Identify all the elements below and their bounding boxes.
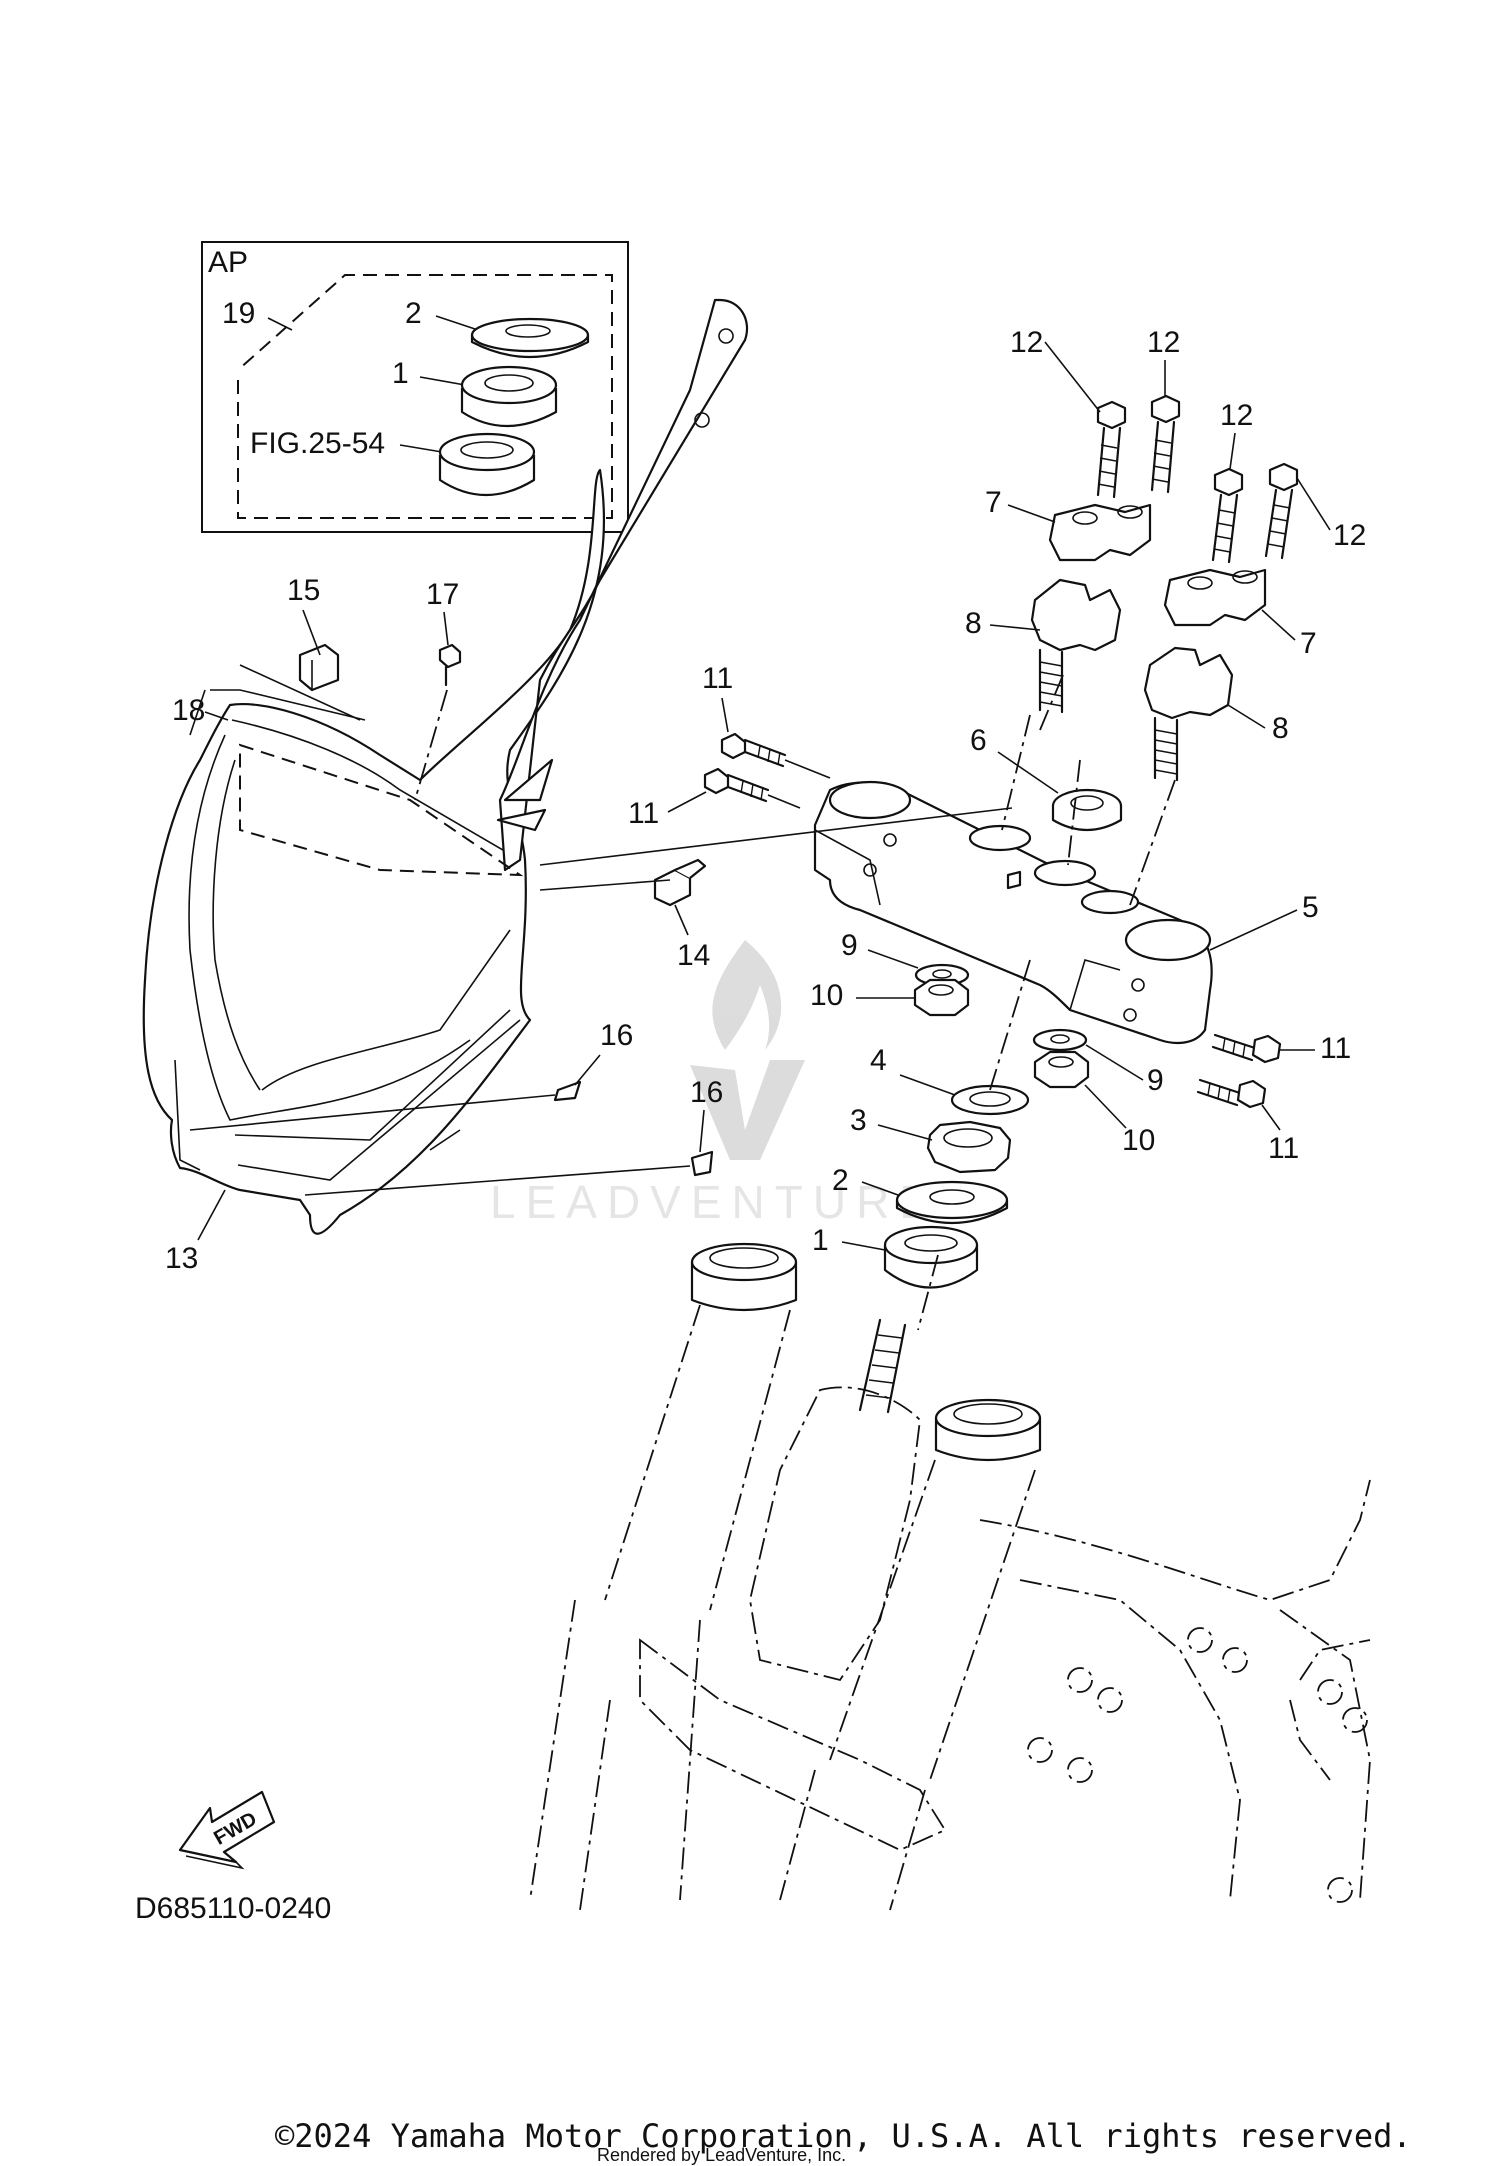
- bolt-11-c: [1211, 1033, 1282, 1064]
- callout-10-left: 10: [810, 979, 843, 1012]
- callout-1: 1: [812, 1224, 829, 1257]
- inset-label: AP: [208, 246, 248, 279]
- callout-8-left: 8: [965, 607, 982, 640]
- inset-lower-bearing: [438, 432, 536, 496]
- inset-dust-seal: [470, 317, 590, 359]
- callout-15: 15: [287, 574, 320, 607]
- bolt-12-c: [1211, 467, 1244, 564]
- clip-16-upper: [553, 1080, 582, 1102]
- bolt-17: [414, 643, 462, 801]
- ring-nut-3: [926, 1120, 1012, 1174]
- bolt-11-d: [1196, 1078, 1267, 1109]
- callouts: 18 15 17 11 11 14 16 16 13 12 12 12 12 7…: [165, 326, 1366, 1275]
- callout-11-right-b: 11: [1268, 1132, 1299, 1165]
- steering-stem-and-forks: [529, 1242, 1371, 1911]
- inset-upper-bearing: [460, 365, 558, 427]
- callout-7-right: 7: [1300, 627, 1317, 660]
- bolt-11-a: [720, 732, 831, 779]
- callout-6: 6: [970, 724, 987, 757]
- upper-triple-clamp: [813, 780, 1213, 1045]
- dust-seal-2: [895, 1180, 1009, 1224]
- inset-callout-1: 1: [392, 357, 409, 390]
- callout-8-right: 8: [1272, 712, 1289, 745]
- plate-hidden-edge: [239, 743, 524, 877]
- bolt-12-b: [1150, 394, 1181, 494]
- callout-4: 4: [870, 1044, 887, 1077]
- inset-callout-fig-ref: FIG.25-54: [250, 427, 385, 460]
- inset-callout-2: 2: [405, 297, 422, 330]
- bolt-12-d: [1264, 462, 1299, 560]
- callout-3: 3: [850, 1104, 867, 1137]
- callout-12-d: 12: [1333, 519, 1366, 552]
- handlebar-cap-left: [1048, 503, 1152, 562]
- watermark-text: LEADVENTURE: [490, 1176, 940, 1228]
- fwd-arrow: FWD: [178, 1790, 276, 1870]
- callout-12-a: 12: [1010, 326, 1043, 359]
- bearing-1: [883, 1225, 979, 1289]
- ap-inset-box: AP 19 2 1 FIG.25-54: [201, 241, 629, 533]
- copyright-notice: ©2024 Yamaha Motor Corporation, U.S.A. A…: [275, 2117, 1412, 2155]
- callout-11-upper-b: 11: [628, 797, 659, 830]
- nut-10-a: [913, 978, 970, 1017]
- front-number-plate: [142, 298, 749, 1235]
- callout-9-left: 9: [841, 929, 858, 962]
- callout-5: 5: [1302, 891, 1319, 924]
- grommet-18: [189, 689, 366, 736]
- bolt-11-b: [703, 767, 801, 809]
- handlebar-holder-left: [1030, 578, 1122, 714]
- callout-18: 18: [172, 694, 205, 727]
- handlebar-cap-right: [1163, 568, 1267, 627]
- bolt-12-a: [1096, 400, 1127, 499]
- watermark-logo: LEADVENTURE: [490, 940, 940, 1228]
- callout-12-c: 12: [1220, 399, 1253, 432]
- callout-7-left: 7: [985, 486, 1002, 519]
- callout-13: 13: [165, 1242, 198, 1275]
- nut-10-b: [1033, 1050, 1090, 1089]
- washer-9-b: [1032, 1028, 1088, 1052]
- washer-4: [950, 1084, 1030, 1116]
- diagram-code: D685110-0240: [135, 1892, 331, 1925]
- clip-14: [653, 858, 707, 907]
- callout-16-upper: 16: [600, 1019, 633, 1052]
- callout-17: 17: [426, 578, 459, 611]
- callout-16-lower: 16: [690, 1076, 723, 1109]
- clip-15: [239, 643, 361, 721]
- alignment-lines: [189, 674, 1176, 1331]
- callout-2: 2: [832, 1164, 849, 1197]
- callout-10-right: 10: [1122, 1124, 1155, 1157]
- callout-11-upper-a: 11: [702, 662, 733, 695]
- callout-9-right: 9: [1147, 1064, 1164, 1097]
- callout-14: 14: [677, 939, 710, 972]
- callout-12-b: 12: [1147, 326, 1180, 359]
- clip-16-lower: [690, 1150, 714, 1177]
- handlebar-holder-right: [1143, 646, 1234, 782]
- inset-callout-19: 19: [222, 297, 255, 330]
- rendered-by-notice: Rendered by LeadVenture, Inc.: [597, 2145, 847, 2165]
- callout-11-right-a: 11: [1320, 1032, 1351, 1065]
